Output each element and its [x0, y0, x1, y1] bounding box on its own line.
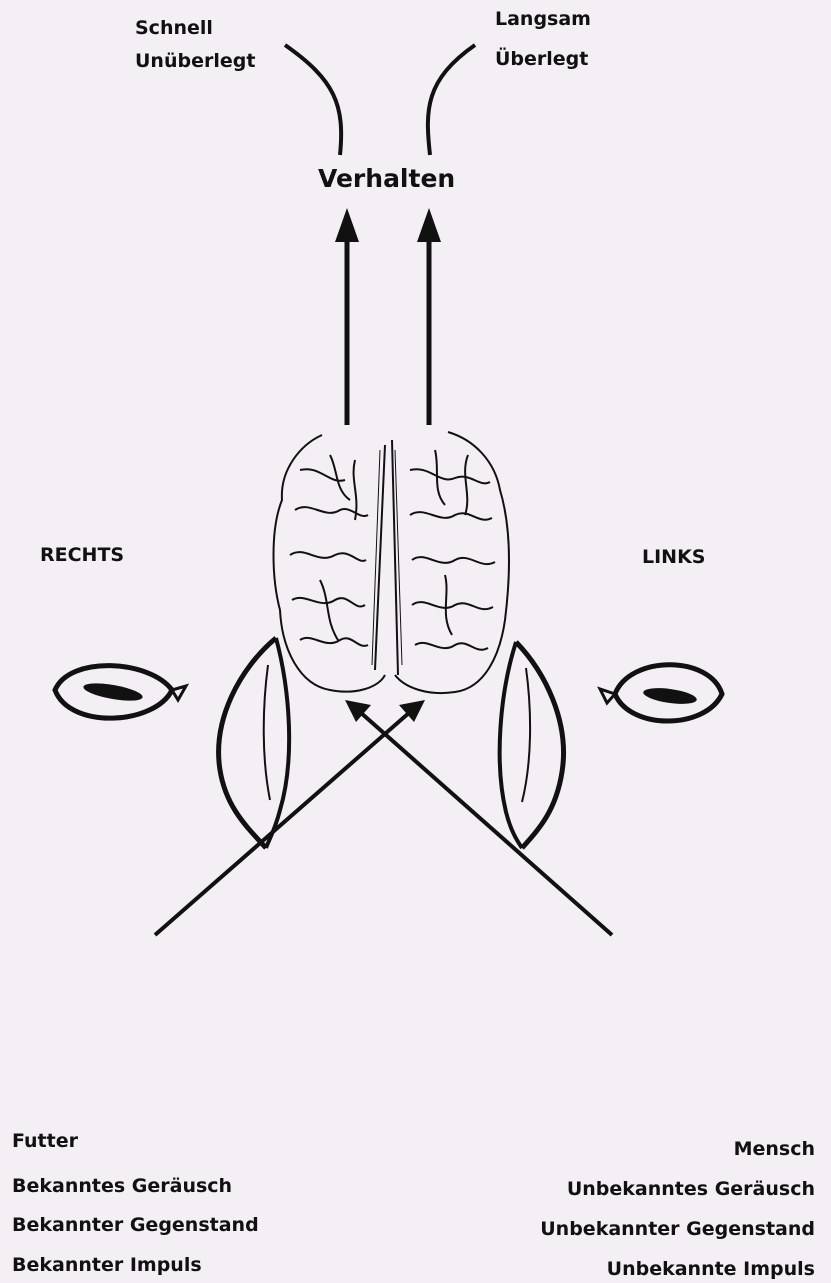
top-left-curve [285, 45, 341, 155]
right-up-arrowhead [417, 208, 441, 242]
left-ear-drawing [219, 638, 290, 848]
left-up-arrowhead [335, 208, 359, 242]
behavior-label: Verhalten [318, 166, 455, 191]
top-right-label-2: Überlegt [495, 50, 588, 69]
brain-drawing [274, 432, 509, 693]
bottom-left-item-1: Futter [12, 1132, 78, 1151]
bottom-left-item-3: Bekannter Gegenstand [12, 1216, 259, 1235]
right-hemisphere-label: RECHTS [40, 546, 124, 565]
top-left-label-1: Schnell [135, 19, 213, 38]
bottom-left-item-4: Bekannter Impuls [12, 1256, 202, 1275]
left-eye-drawing [55, 666, 186, 719]
right-eye-drawing [600, 665, 722, 721]
bottom-right-item-3: Unbekannter Gegenstand [540, 1220, 815, 1239]
top-right-curve [428, 45, 475, 155]
top-left-label-2: Unüberlegt [135, 52, 255, 71]
right-eye-cross-shaft [360, 712, 612, 935]
bottom-left-item-2: Bekanntes Geräusch [12, 1177, 232, 1196]
bottom-right-item-1: Mensch [734, 1140, 815, 1159]
left-eye-cross-shaft [155, 712, 410, 935]
left-hemisphere-label: LINKS [642, 548, 706, 567]
bottom-right-item-4: Unbekannte Impuls [607, 1260, 815, 1279]
right-ear-drawing [500, 642, 564, 848]
top-right-label-1: Langsam [495, 10, 591, 29]
bottom-right-item-2: Unbekanntes Geräusch [567, 1180, 815, 1199]
